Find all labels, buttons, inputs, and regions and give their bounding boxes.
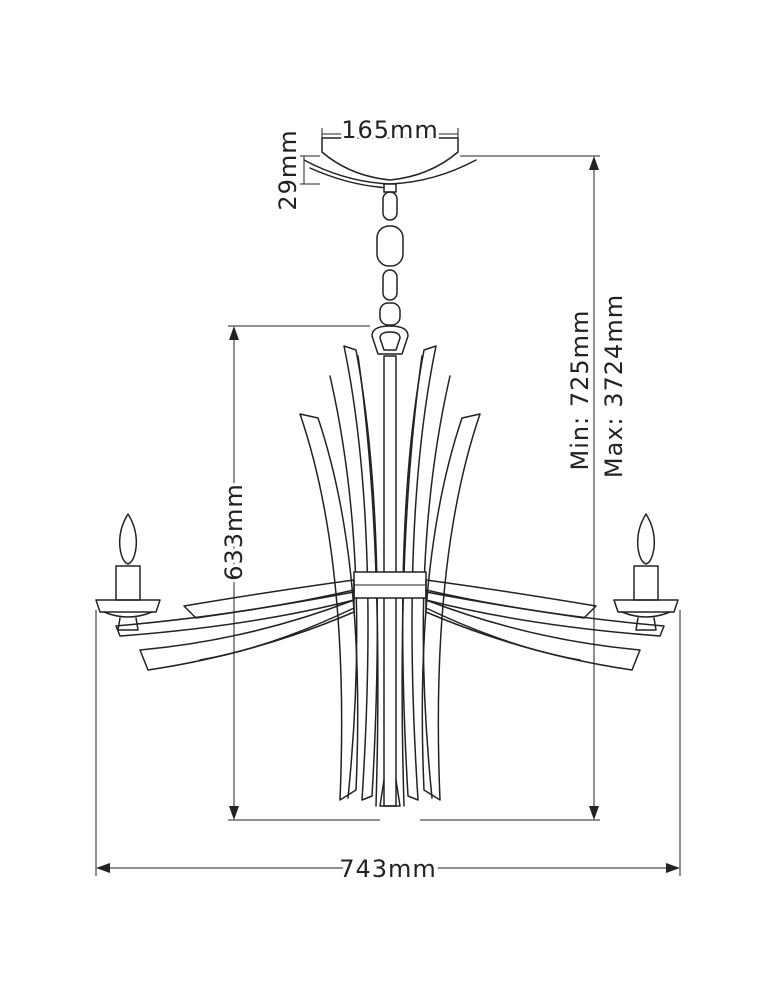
overall-width-label: 743mm <box>339 855 437 883</box>
ceiling-canopy <box>303 137 477 193</box>
height-min-label: Min: 725mm <box>566 310 594 471</box>
central-body <box>299 345 481 807</box>
canopy-width-label: 165mm <box>341 116 439 144</box>
canopy-height-label: 29mm <box>274 129 302 210</box>
left-arms <box>115 579 355 671</box>
body-height-dimension: 633mm <box>217 325 380 821</box>
overall-height-dimension: Min: 725mm Max: 3724mm <box>420 155 631 821</box>
canopy-width-dimension: 165mm <box>321 113 459 147</box>
chain <box>376 191 404 326</box>
height-max-label: Max: 3724mm <box>600 294 628 478</box>
canopy-height-dimension: 29mm <box>274 129 320 211</box>
hanging-loop <box>371 325 409 355</box>
left-candle <box>95 513 161 631</box>
body-height-label: 633mm <box>220 483 248 581</box>
overall-width-dimension: 743mm <box>95 610 681 887</box>
right-candle <box>613 513 679 631</box>
right-arms <box>425 579 665 671</box>
